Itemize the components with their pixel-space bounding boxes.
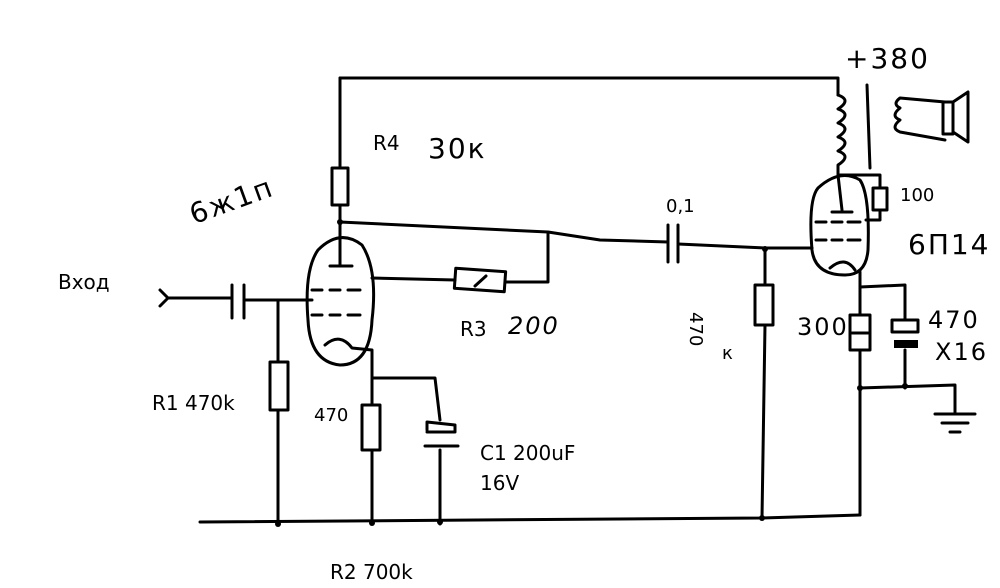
r1-label: R1 470k	[152, 391, 235, 415]
c-cathode2-capacitor	[890, 318, 920, 334]
c-cathode2-voltage: X16	[935, 338, 988, 366]
r-grid2-resistor	[753, 283, 775, 327]
r-grid2-wire	[760, 246, 767, 520]
r4-value: 30к	[428, 132, 487, 165]
tube2-label: 6П14	[908, 228, 991, 261]
coupling-capacitor	[666, 223, 680, 264]
r2-label: R2 700k	[330, 560, 413, 584]
transformer-core	[865, 83, 872, 170]
r-screen-wire	[838, 173, 882, 222]
r-grid2-value: 470	[685, 312, 706, 347]
r3-value: 200	[508, 312, 560, 340]
r-screen-label: 100	[900, 185, 935, 206]
r-cathode2-resistor	[848, 313, 872, 352]
r-cathode2-label: 300	[797, 313, 849, 341]
c1-voltage-label: 16V	[480, 471, 520, 495]
c1-label: C1 200uF	[480, 441, 576, 465]
r1-resistor	[268, 360, 290, 412]
r3-resistor	[452, 266, 508, 294]
c-cathode2-plate	[894, 340, 918, 348]
r-screen-resistor	[871, 186, 889, 212]
speaker-icon	[941, 100, 955, 136]
junction-dot	[902, 383, 908, 389]
tube2-grids	[814, 220, 862, 242]
c1-capacitor	[423, 420, 460, 448]
tube1-anode	[328, 220, 354, 268]
supply-label: +380	[845, 42, 930, 75]
c1-wire	[370, 376, 442, 526]
junction-dot	[437, 519, 443, 525]
junction-dot	[857, 385, 863, 391]
r-grid2-unit: к	[722, 343, 733, 364]
r-cathode1-resistor	[360, 403, 382, 452]
tube2-cathode	[828, 260, 857, 272]
ground-icon	[933, 412, 977, 434]
supply-wire	[338, 76, 840, 97]
r4-label: R4	[373, 131, 400, 155]
r4-resistor	[330, 166, 350, 207]
input-capacitor	[230, 283, 246, 320]
tube2-anode	[830, 173, 854, 214]
speaker-cone	[951, 90, 970, 144]
r3-mark	[473, 274, 488, 288]
junction-dot	[275, 521, 281, 527]
transformer-primary-coil	[836, 93, 847, 177]
junction-dot	[369, 520, 375, 526]
transformer-secondary	[893, 96, 947, 142]
grid2-wire	[676, 242, 814, 250]
input-label: Вход	[58, 270, 110, 294]
anode-wire	[338, 220, 670, 244]
r3-wire	[370, 230, 550, 284]
r3-label: R3	[460, 317, 487, 341]
input-terminal	[158, 288, 234, 308]
c-cathode2-value: 470	[928, 306, 980, 334]
tube2-envelope	[809, 174, 870, 277]
junction-dot	[337, 219, 343, 225]
tube1-grids	[310, 288, 362, 317]
tube1-cathode	[323, 337, 374, 526]
r-cathode1-label: 470	[314, 405, 349, 426]
coupling-cap-label: 0,1	[666, 196, 695, 217]
c-cathode2-wire	[858, 283, 907, 390]
tube1-envelope	[305, 236, 376, 367]
ground-wire	[858, 383, 957, 414]
